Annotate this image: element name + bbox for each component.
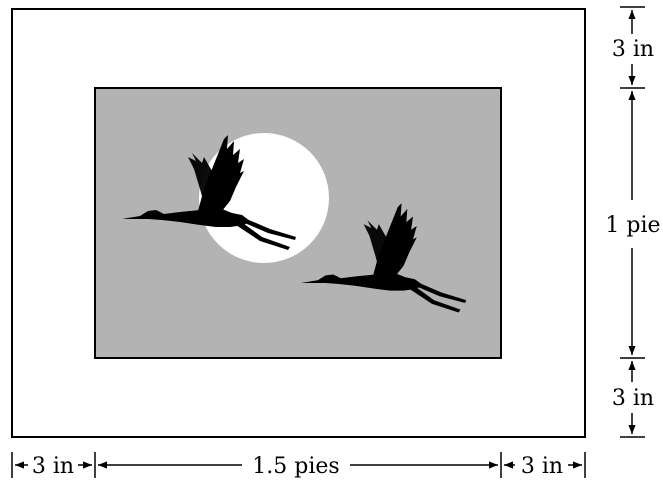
bottom-margin-label: 3 in — [612, 386, 654, 411]
dimension-left-margin: 3 in — [11, 452, 96, 479]
right-margin-label: 3 in — [521, 454, 563, 479]
height-label: 1 pie — [605, 213, 660, 238]
outer-frame — [11, 8, 586, 438]
dimension-height: 1 pie — [605, 91, 661, 359]
width-label: 1.5 pies — [252, 454, 339, 479]
dimension-bottom-margin: 3 in — [612, 361, 654, 438]
inner-picture — [94, 87, 502, 359]
dimension-right-margin: 3 in — [504, 452, 586, 479]
dimension-top-margin: 3 in — [612, 6, 654, 89]
top-margin-label: 3 in — [612, 37, 654, 62]
left-margin-label: 3 in — [32, 454, 74, 479]
dimension-width: 1.5 pies — [98, 452, 502, 479]
